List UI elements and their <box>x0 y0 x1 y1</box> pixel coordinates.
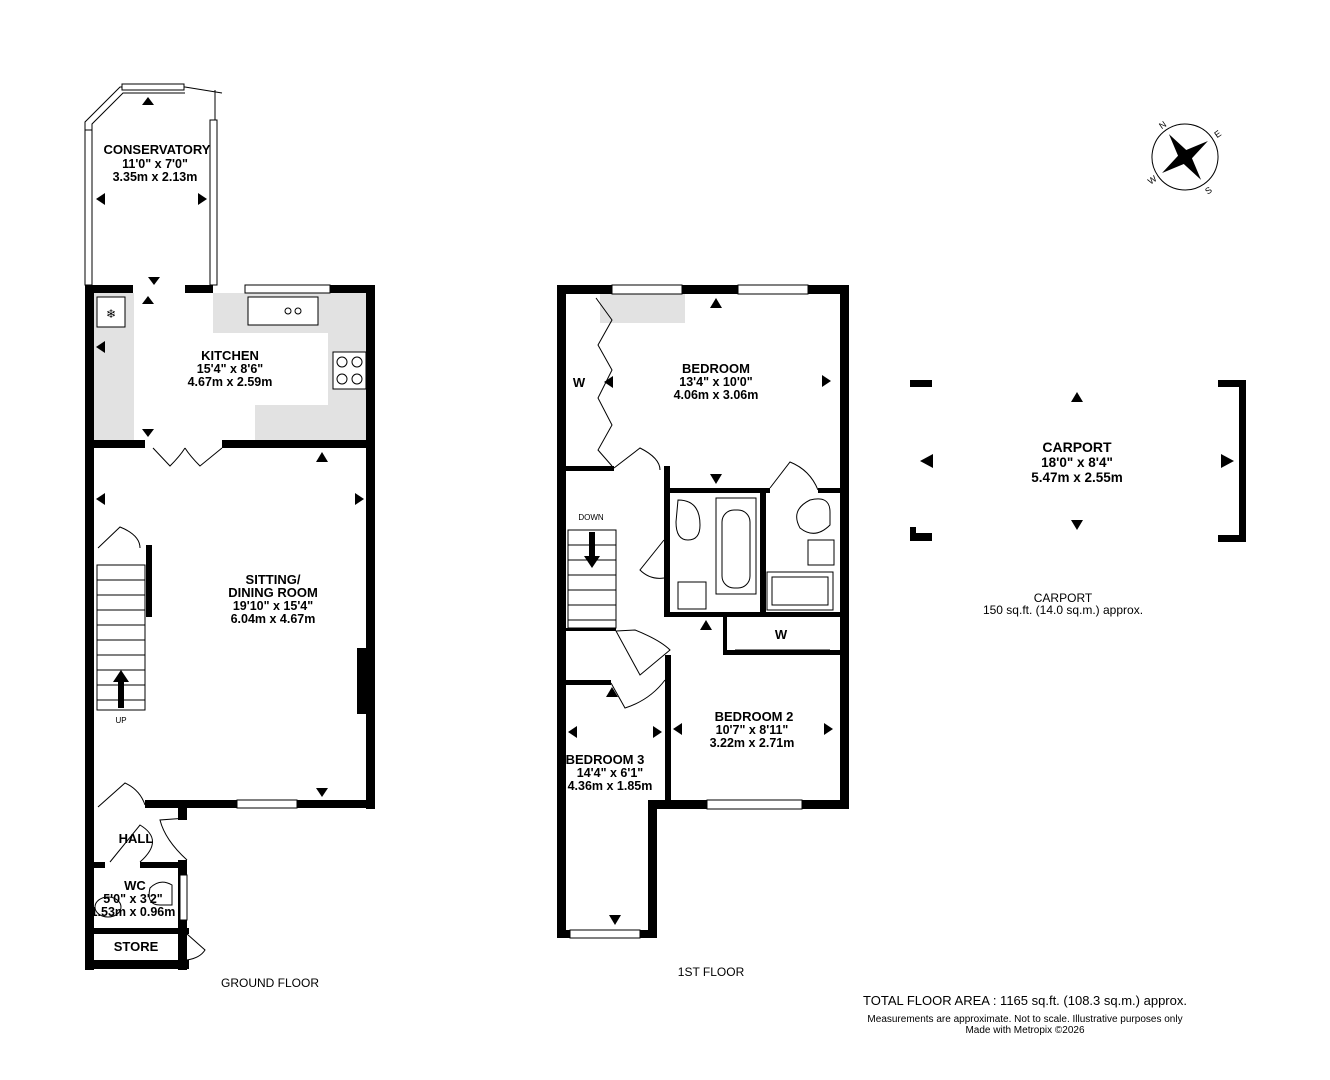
wc-name: WC <box>124 878 146 893</box>
kitchen-imperial: 15'4" x 8'6" <box>197 362 264 376</box>
hall-name: HALL <box>119 831 154 846</box>
stairs-up-label: UP <box>115 716 126 725</box>
compass-s: S <box>1203 185 1214 197</box>
shower-icon <box>766 571 834 611</box>
first-floor-walls <box>557 284 849 939</box>
bedroom3-imperial: 14'4" x 6'1" <box>577 766 644 780</box>
conservatory-name: CONSERVATORY <box>104 142 211 157</box>
bath-icon <box>715 497 757 595</box>
toilet-icon <box>148 881 173 906</box>
landing-door[interactable] <box>615 629 671 676</box>
first-dimension-arrows <box>568 298 833 925</box>
hob-icon <box>332 351 367 390</box>
kitchen-counter-bottom <box>255 405 366 440</box>
carport-area-text: 150 sq.ft. (14.0 sq.m.) approx. <box>983 603 1143 617</box>
stairs-down-label: DOWN <box>578 513 604 522</box>
bedroom-imperial: 13'4" x 10'0" <box>679 375 752 389</box>
bedroom-name: BEDROOM <box>682 361 750 376</box>
carport-plan: CARPORT 18'0" x 8'4" 5.47m x 2.55m CARPO… <box>910 380 1246 617</box>
wc-door[interactable] <box>109 824 153 863</box>
carport-metric: 5.47m x 2.55m <box>1031 470 1123 485</box>
first-floor-label: 1ST FLOOR <box>678 965 745 979</box>
toilet-icon <box>675 499 701 541</box>
bedroom-counter <box>600 293 685 323</box>
conservatory-walls <box>84 83 223 286</box>
kitchen-metric: 4.67m x 2.59m <box>188 375 273 389</box>
bedroom-metric: 4.06m x 3.06m <box>674 388 759 402</box>
compass-rose-icon: N E S W <box>1146 119 1223 197</box>
first-stairs <box>567 529 617 629</box>
carport-imperial: 18'0" x 8'4" <box>1041 455 1113 470</box>
sitting-metric: 6.04m x 4.67m <box>231 612 316 626</box>
ground-floor-label: GROUND FLOOR <box>221 976 319 990</box>
sitting-imperial: 19'10" x 15'4" <box>233 599 313 613</box>
bedroom2-name: BEDROOM 2 <box>715 709 794 724</box>
wardrobe2-label: W <box>775 627 788 642</box>
wc-imperial: 5'0" x 3'2" <box>103 892 163 906</box>
ground-stairs <box>96 564 146 711</box>
carport-area-title: CARPORT <box>1034 591 1093 605</box>
fridge-icon <box>96 296 126 328</box>
stairs-door[interactable] <box>97 526 141 549</box>
arrow-up-icon <box>113 670 129 708</box>
ensuite-toilet-icon <box>796 498 831 534</box>
bedroom2-metric: 3.22m x 2.71m <box>710 736 795 750</box>
store-door[interactable] <box>186 933 206 961</box>
bedroom2-imperial: 10'7" x 8'11" <box>716 723 789 737</box>
bathroom-door[interactable] <box>639 539 665 579</box>
ensuite-basin-icon <box>807 539 835 566</box>
sink-icon <box>247 296 319 326</box>
bedroom3-door[interactable] <box>610 679 666 709</box>
wc-metric: 1.53m x 0.96m <box>91 905 176 919</box>
ground-dimension-arrows <box>96 97 364 797</box>
store-name: STORE <box>114 939 159 954</box>
compass-e: E <box>1212 128 1223 140</box>
wardrobe-label: W <box>573 375 586 390</box>
credit: Made with Metropix ©2026 <box>965 1025 1085 1036</box>
compass-n: N <box>1157 119 1168 131</box>
first-floor-plan: BEDROOM 13'4" x 10'0" 4.06m x 3.06m W DO… <box>557 284 849 979</box>
arrow-down-icon <box>584 532 600 568</box>
ensuite-door[interactable] <box>769 461 819 491</box>
hall-door[interactable] <box>97 782 146 808</box>
sitting-name-line1: SITTING/ <box>246 572 301 587</box>
basin-icon <box>677 581 707 610</box>
kitchen-name: KITCHEN <box>201 348 259 363</box>
wardrobe-doors[interactable] <box>595 297 613 467</box>
carport-name: CARPORT <box>1042 439 1112 455</box>
ground-floor-walls <box>85 284 375 970</box>
snowflake-icon: ❄ <box>106 307 116 321</box>
basin-icon <box>94 896 122 918</box>
kitchen-double-door[interactable] <box>152 447 223 467</box>
sitting-name-line2: DINING ROOM <box>228 585 318 600</box>
total-floor-area: TOTAL FLOOR AREA : 1165 sq.ft. (108.3 sq… <box>863 993 1187 1008</box>
conservatory-imperial: 11'0" x 7'0" <box>122 157 188 171</box>
bedroom3-name: BEDROOM 3 <box>566 752 645 767</box>
front-door[interactable] <box>159 817 188 861</box>
ground-floor-plan: ❄ <box>84 83 375 990</box>
bedroom-door[interactable] <box>613 447 661 471</box>
bedroom3-metric: 4.36m x 1.85m <box>568 779 653 793</box>
conservatory-metric: 3.35m x 2.13m <box>113 170 198 184</box>
disclaimer: Measurements are approximate. Not to sca… <box>867 1014 1182 1025</box>
